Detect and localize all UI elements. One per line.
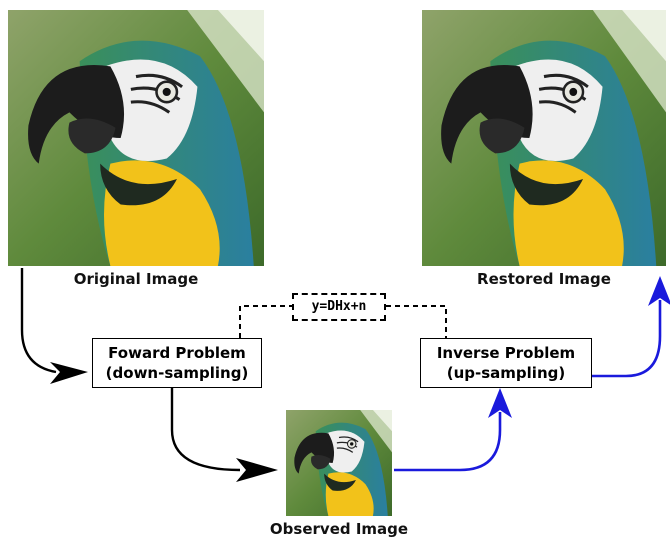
arrowhead-forward-to-observed: [236, 458, 278, 482]
inverse-problem-box: Inverse Problem (up-sampling): [420, 338, 592, 388]
arrow-observed-to-inverse: [394, 412, 502, 472]
arrow-forward-to-observed: [170, 388, 241, 472]
restored-image-caption: Restored Image: [477, 270, 611, 288]
arrow-original-to-forward: [20, 268, 57, 374]
observed-image-caption: Observed Image: [269, 520, 409, 538]
arrowhead-original-to-forward: [50, 362, 88, 384]
arrow-inverse-to-restored: [592, 300, 662, 378]
equation-box: y=DHx+n: [292, 293, 386, 321]
dashed-link-forward: [239, 305, 292, 338]
forward-problem-subtitle: (down-sampling): [105, 364, 249, 382]
inverse-problem-title: Inverse Problem: [436, 344, 576, 362]
forward-problem-box: Foward Problem (down-sampling): [92, 338, 262, 388]
inverse-problem-subtitle: (up-sampling): [446, 364, 566, 382]
dashed-link-inverse: [386, 305, 447, 338]
arrowhead-observed-to-inverse: [488, 388, 512, 418]
arrowhead-inverse-to-restored: [648, 276, 670, 306]
forward-problem-title: Foward Problem: [108, 344, 246, 362]
original-image-caption: Original Image: [73, 270, 199, 288]
